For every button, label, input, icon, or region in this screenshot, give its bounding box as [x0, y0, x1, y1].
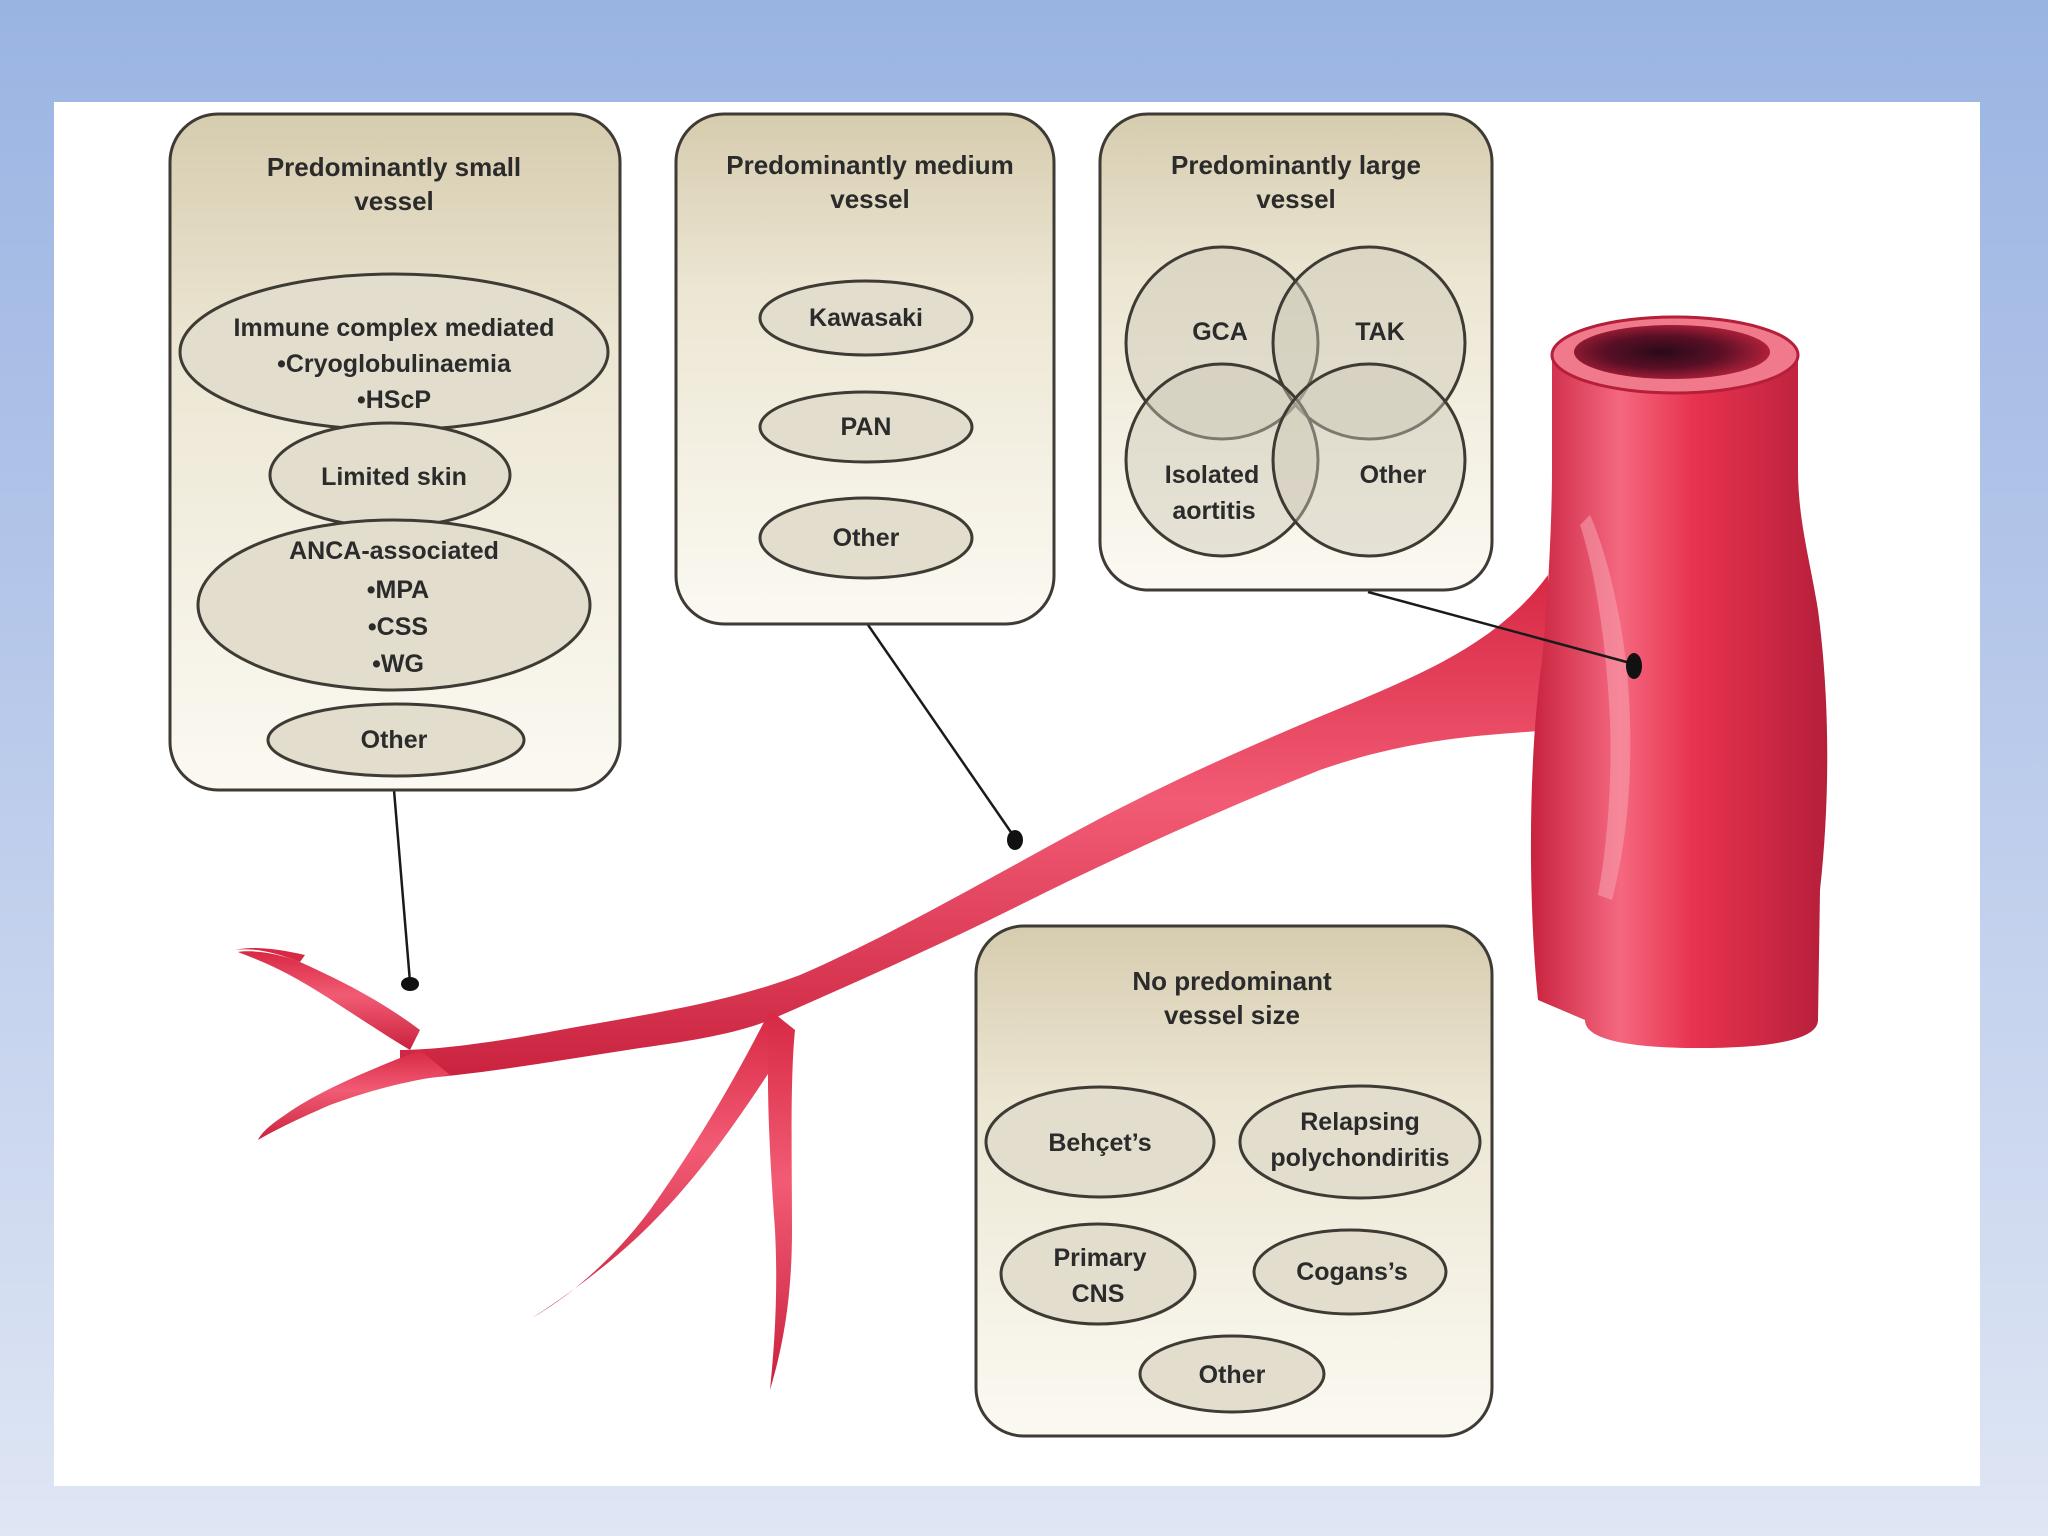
leader-lines	[392, 590, 1642, 991]
gca-label: GCA	[1192, 318, 1248, 346]
panel-medium-vessel: Predominantly medium vessel Kawasaki PAN…	[674, 112, 1056, 626]
circle-tak	[1271, 245, 1467, 441]
pan-label: PAN	[841, 413, 892, 441]
none-other-label: Other	[1199, 1361, 1266, 1389]
kawasaki-label: Kawasaki	[809, 304, 923, 332]
medium-other-label: Other	[833, 524, 900, 552]
leader-small	[392, 789, 412, 983]
wg-label: •WG	[372, 650, 424, 678]
leader-large	[1367, 590, 1635, 666]
artery-branch-tip	[236, 947, 305, 962]
artery-branch-small-lower	[258, 1050, 450, 1140]
mpa-label: •MPA	[367, 576, 429, 604]
hscp-label: •HScP	[357, 386, 431, 414]
anca-label: ANCA-associated	[289, 537, 499, 565]
circle-gca	[1124, 245, 1320, 441]
ellipse-medium-other	[758, 496, 974, 580]
relapsing-label-2: polychondiritis	[1270, 1144, 1449, 1172]
small-other-label: Other	[361, 726, 428, 754]
panel-medium-title-1: Predominantly medium	[726, 150, 1014, 180]
relapsing-label-1: Relapsing	[1300, 1108, 1419, 1136]
marker-large-vessel	[1626, 653, 1642, 679]
ellipse-none-other	[1138, 1334, 1326, 1414]
panel-medium-bg	[674, 112, 1056, 626]
aorta-lumen	[1574, 325, 1770, 379]
circle-large-other	[1271, 362, 1467, 558]
panel-large-title-1: Predominantly large	[1171, 150, 1421, 180]
behcet-label: Behçet’s	[1048, 1129, 1151, 1157]
ellipse-relapsing	[1238, 1084, 1482, 1200]
immune-complex-label: Immune complex mediated	[234, 314, 555, 342]
ellipse-behcet	[984, 1085, 1216, 1199]
panel-none-title-1: No predominant	[1132, 966, 1332, 996]
limited-skin-label: Limited skin	[321, 463, 467, 491]
tak-label: TAK	[1355, 318, 1405, 346]
panel-none-title-2: vessel size	[1164, 1000, 1300, 1030]
ellipse-primary-cns	[999, 1222, 1197, 1326]
artery-branch-down-2	[767, 1010, 795, 1390]
panel-large-bg	[1098, 112, 1494, 592]
artery-branch-small-upper	[238, 951, 420, 1050]
marker-small-vessel	[401, 977, 419, 991]
cryoglobulinaemia-label: •Cryoglobulinaemia	[277, 350, 512, 378]
cogan-label: Cogans’s	[1296, 1258, 1408, 1286]
ellipse-pan	[758, 390, 974, 464]
ellipse-small-other	[266, 702, 526, 778]
panel-large-title-2: vessel	[1256, 184, 1336, 214]
isolated-label-1: Isolated	[1165, 461, 1259, 489]
large-other-label: Other	[1360, 461, 1427, 489]
ellipse-anca	[196, 518, 592, 692]
marker-medium-vessel	[1007, 830, 1023, 850]
ellipse-kawasaki	[758, 279, 974, 357]
blood-vessel-illustration	[236, 315, 1828, 1390]
panel-large-vessel: Predominantly large vessel GCA TAK Isola…	[1098, 112, 1494, 592]
panel-small-vessel: Predominantly small vessel Immune comple…	[168, 112, 622, 792]
aorta-highlight	[1580, 515, 1631, 900]
panel-small-title-1: Predominantly small	[267, 152, 521, 182]
panel-small-title-2: vessel	[354, 186, 434, 216]
aorta-cylinder	[1530, 318, 1828, 1048]
ellipse-cogan	[1252, 1228, 1448, 1316]
leader-medium	[864, 621, 1017, 839]
primary-label-1: Primary	[1053, 1244, 1146, 1272]
isolated-label-2: aortitis	[1172, 497, 1255, 525]
circle-isolated-aortitis	[1124, 362, 1320, 558]
panel-medium-title-2: vessel	[830, 184, 910, 214]
artery-branch-down-1	[532, 1010, 790, 1318]
css-label: •CSS	[368, 613, 428, 641]
panel-no-predominant: No predominant vessel size Behçet’s Rela…	[974, 924, 1494, 1438]
primary-label-2: CNS	[1072, 1280, 1125, 1308]
